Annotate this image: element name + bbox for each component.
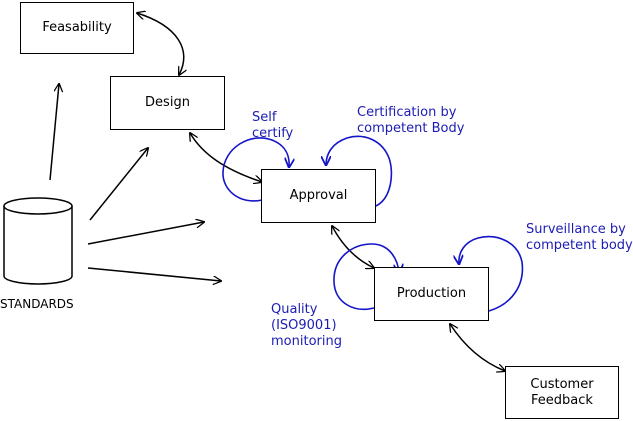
arrow-standards-to-approval (87, 222, 204, 245)
self-certify-label: Self certify (252, 110, 294, 141)
arrow-feasability-design (137, 13, 184, 75)
certification-label: Certification by competent Body (357, 105, 465, 136)
production-box: Production (374, 267, 489, 321)
quality-label: Quality (ISO9001) monitoring (271, 302, 342, 349)
customer-feedback-box: Customer Feedback (505, 366, 619, 419)
standards-label: STANDARDS (0, 297, 74, 311)
arrow-standards-to-production (87, 267, 221, 281)
arrow-standards-to-feasability (49, 84, 59, 181)
feasability-box: Feasability (20, 2, 134, 54)
loop-quality (333, 243, 399, 310)
arrow-production-feedback (450, 324, 505, 371)
standards-cylinder (3, 197, 73, 285)
surveillance-label: Surveillance by competent body (526, 222, 633, 253)
loop-self-certify (222, 137, 289, 202)
arrow-design-approval (190, 133, 262, 182)
loop-surveillance (459, 235, 524, 312)
design-box: Design (110, 76, 225, 130)
arrow-standards-to-design (89, 148, 148, 221)
approval-box: Approval (261, 169, 376, 223)
loop-certification (326, 135, 393, 207)
